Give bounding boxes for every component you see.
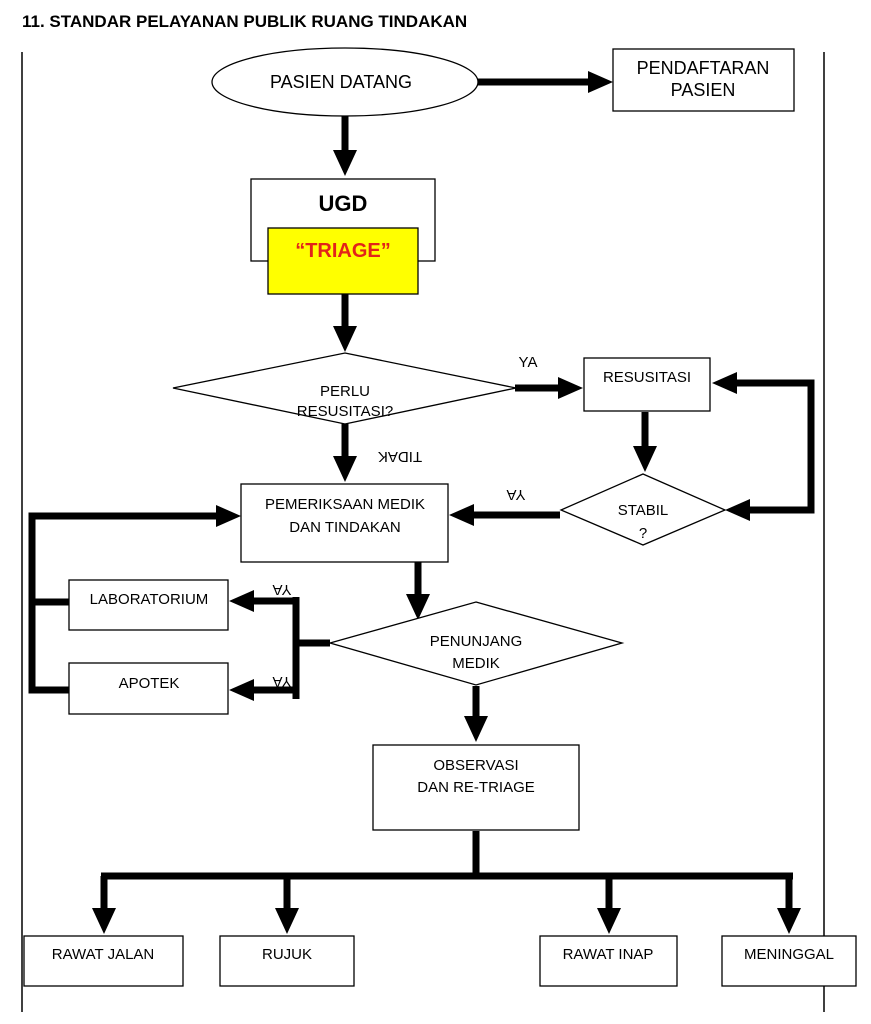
node-observasi-line1: OBSERVASI [433, 757, 518, 774]
node-meninggal: MENINGGAL [721, 935, 857, 987]
node-rujuk-label: RUJUK [262, 946, 312, 963]
node-observasi: OBSERVASI DAN RE-TRIAGE [372, 744, 580, 831]
node-stabil: STABIL ? [559, 473, 727, 546]
node-pemeriksaan-medik: PEMERIKSAAN MEDIK DAN TINDAKAN [240, 483, 449, 563]
node-apotek-label: APOTEK [119, 675, 180, 692]
arrowhead [333, 456, 357, 482]
node-perlu-resusitasi-line2: RESUSITASI? [297, 403, 393, 420]
node-rujuk: RUJUK [219, 935, 355, 987]
arrow-loop-to-resusitasi [735, 379, 815, 514]
node-stabil-line1: STABIL [618, 502, 669, 519]
node-pemeriksaan-line2: DAN TINDAKAN [289, 519, 400, 536]
connector-back-to-pemeriksaan [28, 512, 218, 694]
node-penunjang-line1: PENUNJANG [430, 633, 523, 650]
node-rawat-jalan-label: RAWAT JALAN [52, 946, 155, 963]
arrowhead [597, 908, 621, 934]
edge-label-ya-resusitasi: YA [519, 354, 538, 371]
node-pemeriksaan-line1: PEMERIKSAAN MEDIK [265, 496, 425, 513]
node-pendaftaran-line1: PENDAFTARAN [637, 58, 770, 78]
node-pasien-datang-label: PASIEN DATANG [270, 72, 412, 92]
arrowhead [333, 326, 357, 352]
node-rawat-inap: RAWAT INAP [539, 935, 678, 987]
arrowhead [333, 150, 357, 176]
node-perlu-resusitasi-line1: PERLU [320, 383, 370, 400]
arrowhead [216, 505, 241, 527]
node-rawat-jalan: RAWAT JALAN [23, 935, 184, 987]
arrowhead [406, 594, 430, 620]
node-triage-label: “TRIAGE” [295, 240, 391, 262]
arrowhead [558, 377, 583, 399]
arrowhead [449, 504, 474, 526]
node-resusitasi: RESUSITASI [583, 357, 711, 412]
arrowhead [725, 499, 750, 521]
node-penunjang-line2: MEDIK [452, 655, 500, 672]
node-apotek: APOTEK [68, 662, 229, 715]
arrowhead [275, 908, 299, 934]
arrowhead [712, 372, 737, 394]
edge-label-ya-apotek: YA [273, 673, 292, 690]
edge-label-ya-stabil: YA [507, 486, 526, 503]
arrowhead [229, 679, 254, 701]
arrowhead [92, 908, 116, 934]
node-perlu-resusitasi: PERLU RESUSITASI? [172, 352, 517, 425]
arrowhead [633, 446, 657, 472]
node-triage: “TRIAGE” [267, 227, 419, 295]
node-ugd-label: UGD [319, 191, 368, 216]
node-pasien-datang: PASIEN DATANG [211, 47, 479, 117]
page-title: 11. STANDAR PELAYANAN PUBLIK RUANG TINDA… [22, 12, 467, 31]
node-pendaftaran-pasien: PENDAFTARAN PASIEN [612, 48, 795, 112]
edge-label-tidak: TIDAK [378, 448, 422, 465]
node-resusitasi-label: RESUSITASI [603, 369, 691, 386]
node-pendaftaran-line2: PASIEN [671, 80, 736, 100]
node-laboratorium: LABORATORIUM [68, 579, 229, 631]
edge-label-ya-laboratorium: YA [273, 581, 292, 598]
node-stabil-line2: ? [639, 525, 647, 542]
arrowhead [588, 71, 613, 93]
arrowhead [777, 908, 801, 934]
arrowhead [464, 716, 488, 742]
node-penunjang-medik: PENUNJANG MEDIK [327, 601, 625, 686]
node-rawat-inap-label: RAWAT INAP [563, 946, 654, 963]
node-meninggal-label: MENINGGAL [744, 946, 834, 963]
node-laboratorium-label: LABORATORIUM [90, 591, 209, 608]
node-observasi-line2: DAN RE-TRIAGE [417, 779, 535, 796]
arrowhead [229, 590, 254, 612]
